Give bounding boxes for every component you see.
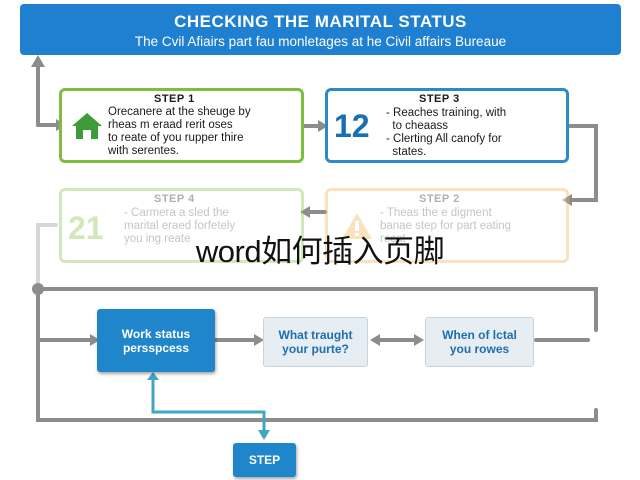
step-2-label: STEP 2 <box>419 193 460 205</box>
when-of-box: When of lctal you rowes <box>425 317 534 367</box>
step-1-label: STEP 1 <box>154 93 195 105</box>
step-2-card: STEP 2 - Theas the e digment banae step … <box>325 188 569 263</box>
watermark-text: word如何插入页脚 <box>195 234 445 269</box>
step-3-number: 12 <box>334 108 370 144</box>
diagram-subtitle: The Cvil Afiairs part fau monletages at … <box>134 34 507 49</box>
what-taught-box: What traught your purte? <box>263 317 368 367</box>
step-3-card: STEP 3 12 - Reaches training, with to ch… <box>325 88 569 163</box>
step-1-card: STEP 1 Orecanere at the sheuge by rheas … <box>59 88 304 163</box>
step-box: STEP <box>233 443 296 477</box>
step-2-text: - Theas the e digment banae step for par… <box>380 207 512 245</box>
warning-icon <box>342 213 372 239</box>
step-4-text: - Carmera a sled the marital eraed forfe… <box>124 207 236 245</box>
diagram-title: CHECKING THE MARITAL STATUS <box>174 12 467 31</box>
title-banner: CHECKING THE MARITAL STATUS The Cvil Afi… <box>20 4 621 55</box>
work-status-box: Work status persspcess <box>97 309 215 372</box>
step-1-text: Orecanere at the sheuge by rheas m eraad… <box>108 106 251 157</box>
step-3-text: - Reaches training, with to cheaass - Cl… <box>386 107 507 158</box>
step-4-label: STEP 4 <box>154 193 195 205</box>
house-icon <box>72 113 102 139</box>
step-4-number: 21 <box>68 210 104 246</box>
step-3-label: STEP 3 <box>419 93 460 105</box>
step-4-card: STEP 4 21 - Carmera a sled the marital e… <box>59 188 304 263</box>
